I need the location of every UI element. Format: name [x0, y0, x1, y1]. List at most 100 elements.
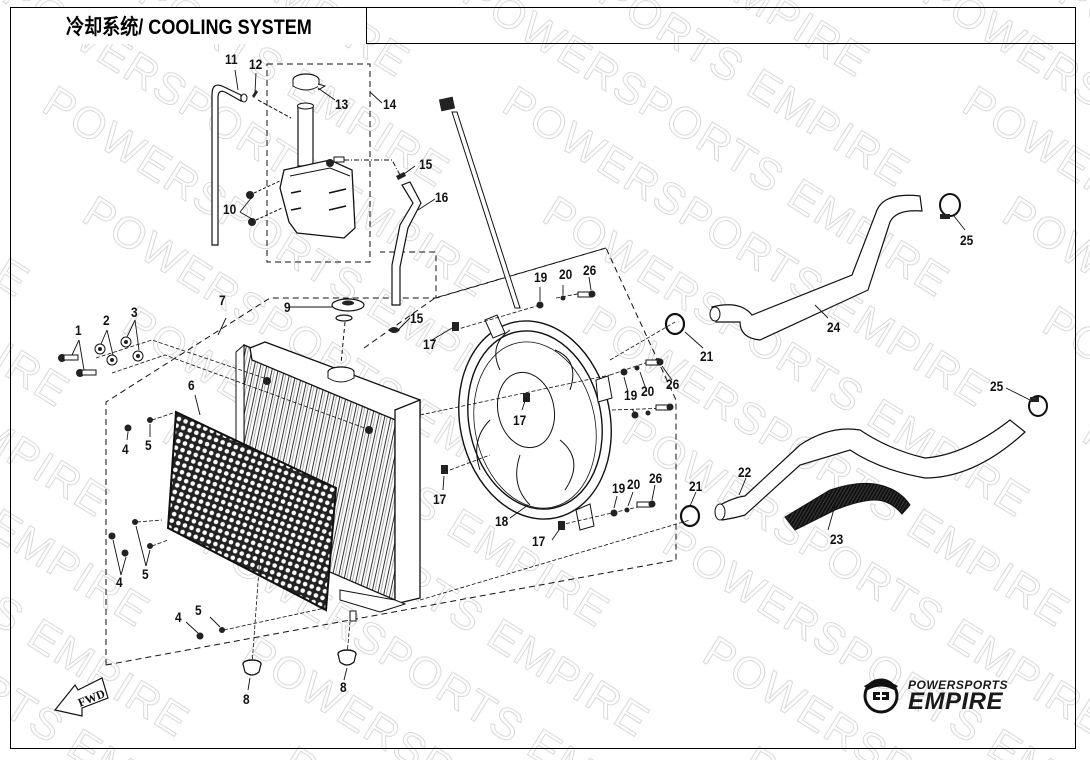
callout-18[interactable]: 18	[495, 513, 509, 529]
reservoir-outlet-nipple	[333, 156, 345, 163]
callout-12[interactable]: 12	[249, 56, 263, 72]
watermark-text: POWERSPORTS EMPIRE	[0, 0, 38, 307]
reservoir-tank-edge	[289, 167, 351, 177]
reservoir-cap-tab	[317, 83, 327, 91]
sleeve-part-23	[784, 482, 911, 531]
callout-8[interactable]: 8	[340, 679, 347, 695]
reservoir-hose-part-16	[391, 181, 422, 306]
callout-6[interactable]: 6	[188, 377, 195, 393]
callout-17[interactable]: 17	[513, 412, 527, 428]
leader-line	[253, 179, 283, 194]
winged-ee-emblem-icon	[863, 678, 899, 714]
leader-line	[340, 321, 346, 365]
fan-connector	[438, 96, 456, 112]
callout-21[interactable]: 21	[689, 478, 703, 494]
callout-22[interactable]: 22	[738, 464, 752, 480]
callout-2[interactable]: 2	[103, 312, 110, 328]
callout-leaders	[71, 69, 1031, 691]
clamp-part-15-lower	[388, 327, 400, 333]
hose-clamp-screw	[940, 214, 950, 219]
leader-lines	[95, 291, 691, 666]
callout-19[interactable]: 19	[612, 480, 626, 496]
clamp-part-15	[396, 172, 406, 180]
callout-4[interactable]: 4	[122, 441, 129, 457]
mesh-guard-part-6	[166, 410, 338, 612]
fasteners-left	[58, 336, 225, 640]
frame-right-border-top	[1075, 7, 1076, 45]
callout-19[interactable]: 19	[624, 387, 638, 403]
brand-logo: POWERSPORTS EMPIRE	[862, 676, 1062, 716]
callout-17[interactable]: 17	[423, 336, 437, 352]
reservoir-group-boundary	[266, 63, 371, 263]
callout-5[interactable]: 5	[145, 437, 152, 453]
overflow-hose-part-11	[211, 84, 242, 246]
hose-clamp-part-25	[939, 193, 961, 217]
reservoir-slot	[328, 205, 347, 211]
radiator-cap-seal	[335, 314, 353, 322]
callout-19[interactable]: 19	[534, 269, 548, 285]
bolt-part-10b	[248, 218, 256, 226]
callout-20[interactable]: 20	[627, 476, 641, 492]
callout-25[interactable]: 25	[960, 232, 974, 248]
reservoir-neck-rim	[297, 102, 314, 110]
callout-1[interactable]: 1	[75, 322, 82, 338]
fan-group-boundary	[363, 247, 607, 349]
callout-5[interactable]: 5	[142, 566, 149, 582]
title-box: 冷却系统/ COOLING SYSTEM	[10, 7, 367, 44]
leader-line	[257, 99, 292, 119]
reservoir-slot	[290, 207, 302, 211]
bolt-part-10a	[246, 191, 254, 199]
reservoir-neck	[297, 105, 314, 167]
callout-17[interactable]: 17	[532, 533, 546, 549]
radiator-group-boundary	[105, 251, 437, 665]
callout-26[interactable]: 26	[583, 262, 597, 278]
callout-23[interactable]: 23	[830, 531, 844, 547]
brand-line-1: POWERSPORTS	[908, 677, 1008, 692]
cooling-fan-part-18	[458, 314, 613, 531]
grommets-part-8	[242, 649, 357, 676]
callout-24[interactable]: 24	[827, 319, 841, 335]
callout-3[interactable]: 3	[131, 304, 138, 320]
callout-26[interactable]: 26	[666, 376, 680, 392]
callout-14[interactable]: 14	[383, 96, 397, 112]
callout-21[interactable]: 21	[700, 348, 714, 364]
fan-wire-harness	[451, 111, 521, 309]
callout-20[interactable]: 20	[559, 266, 573, 282]
callout-26[interactable]: 26	[649, 470, 663, 486]
leader-line	[344, 159, 401, 176]
callout-4[interactable]: 4	[175, 609, 182, 625]
hose-clamp-part-21a	[664, 312, 686, 336]
callout-25[interactable]: 25	[990, 378, 1004, 394]
clamp-part-12	[252, 90, 258, 98]
reservoir-slot	[290, 190, 302, 194]
frame-top-border	[365, 7, 1076, 8]
hose-clamp-screw	[1030, 397, 1039, 402]
lower-hose-end	[714, 503, 726, 521]
callout-17[interactable]: 17	[433, 491, 447, 507]
callout-11[interactable]: 11	[225, 51, 238, 67]
brand-wordmark: POWERSPORTS EMPIRE	[908, 679, 1008, 714]
hose-clamp-part-25b	[1028, 395, 1048, 417]
callout-7[interactable]: 7	[219, 292, 226, 308]
overflow-hose-end	[240, 93, 248, 103]
reservoir-slot	[328, 188, 347, 194]
callout-10[interactable]: 10	[223, 201, 237, 217]
callout-20[interactable]: 20	[641, 383, 655, 399]
upper-hose-end	[709, 306, 721, 322]
reservoir-outlet	[326, 159, 334, 167]
callout-16[interactable]: 16	[435, 189, 449, 205]
callout-15[interactable]: 15	[419, 156, 433, 172]
reservoir-tank-part-14	[279, 159, 356, 239]
reservoir-cap-body	[292, 80, 320, 91]
brand-line-2: EMPIRE	[908, 687, 1004, 715]
callout-5[interactable]: 5	[195, 602, 202, 618]
upper-hose-part-24	[711, 194, 923, 341]
radiator-cap-center	[342, 300, 354, 306]
page-title: 冷却系统/ COOLING SYSTEM	[65, 16, 312, 39]
callout-4[interactable]: 4	[116, 574, 123, 590]
callout-8[interactable]: 8	[243, 691, 250, 707]
callout-9[interactable]: 9	[284, 299, 291, 315]
callout-13[interactable]: 13	[335, 96, 349, 112]
callout-15[interactable]: 15	[410, 310, 424, 326]
